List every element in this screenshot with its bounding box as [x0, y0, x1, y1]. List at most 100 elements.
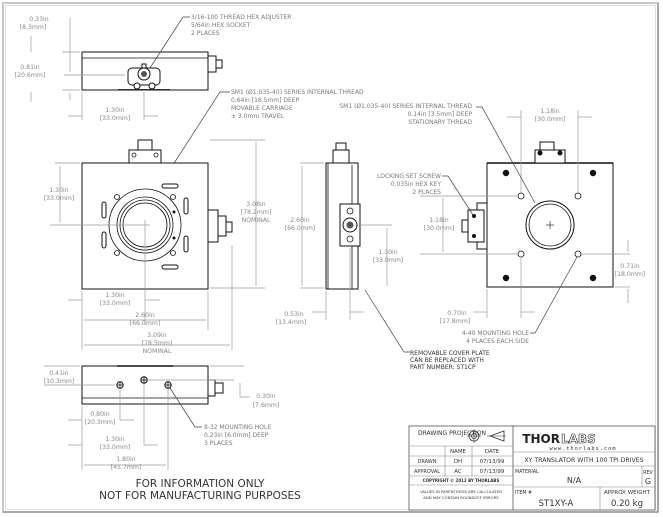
drawn-label: DRAWN — [418, 459, 437, 465]
header-date: DATE — [485, 449, 500, 455]
note-sm1-movable-line4: ± 3.0mm TRAVEL — [231, 113, 284, 120]
note-sm1-movable-line2: 0.64in [16.5mm] DEEP — [231, 97, 300, 104]
dim-bottom-130-mm: [33.0mm] — [100, 444, 131, 451]
projection-label: DRAWING PROJECTION — [418, 430, 486, 437]
weight-value: 0.20 kg — [611, 499, 643, 509]
back-view: 1.18in [30.0mm] 1.18in [30.0mm] 0.71in [… — [339, 103, 645, 345]
dim-front-130v-mm: [33.0mm] — [44, 195, 75, 202]
dim-bottom-130: 1.30in — [105, 436, 124, 443]
drawn-date: 07/13/99 — [480, 459, 505, 465]
dim-top-081: 0.81in — [20, 64, 39, 71]
dim-back-071: 0.71in — [620, 263, 639, 270]
drawing-frame — [5, 5, 656, 510]
dim-top-033: 0.33in — [29, 16, 48, 23]
dim-bottom-030-mm: [7.6mm] — [253, 402, 280, 409]
dim-back-118v: 1.18in — [429, 217, 448, 224]
thorlabs-logo: THOR LABS www.thorlabs.com — [522, 432, 616, 452]
note-hex-adjuster-line3: 2 PLACES — [191, 30, 220, 37]
logo-thor: THOR — [522, 432, 560, 446]
dim-back-070-mm: [17.8mm] — [440, 318, 471, 325]
material-value: N/A — [567, 476, 582, 485]
note-sm1-movable-line3: MOVABLE CARRIAGE — [231, 105, 293, 112]
dim-back-071-mm: [18.0mm] — [615, 271, 646, 278]
note-cover-plate-line2: CAN BE REPLACED WITH — [410, 357, 484, 364]
disclaimer-line1: FOR INFORMATION ONLY — [136, 478, 265, 490]
item-label: ITEM # — [515, 490, 532, 496]
drawn-name: DH — [454, 459, 462, 465]
dim-front-308-nominal: NOMINAL — [242, 217, 272, 224]
dim-top-033-mm: [8.3mm] — [20, 24, 47, 31]
header-name: NAME — [450, 449, 467, 455]
bottom-view: 0.41in [10.3mm] 0.30in [7.6mm] 0.80in [2… — [44, 365, 280, 471]
dim-side-130: 1.30in — [378, 249, 397, 256]
note-sm1-movable-line1: SM1 (Ø1.035-40) SERIES INTERNAL THREAD — [231, 89, 364, 96]
approval-label: APPROVAL — [414, 469, 440, 475]
dim-back-118h-mm: [30.0mm] — [535, 116, 566, 123]
dim-top-130: 1.30in — [105, 107, 124, 114]
top-view: 0.33in [8.3mm] 0.81in [20.6mm] 1.30in [3… — [15, 14, 292, 122]
weight-label: APPROX WEIGHT — [604, 490, 651, 496]
dim-bottom-041: 0.41in — [49, 370, 68, 377]
dim-side-130-mm: [33.0mm] — [373, 257, 404, 264]
values-note-line1: VALUES IN PARENTHESIS ARE CALCULATED — [420, 489, 502, 494]
third-angle-projection-icon — [467, 429, 506, 443]
note-locking-screw-line2: 0.035in HEX KEY — [391, 181, 442, 188]
note-hex-adjuster: 3/16-100 THREAD HEX ADJUSTER — [191, 14, 291, 21]
note-locking-screw-line3: 2 PLACES — [412, 189, 441, 196]
dim-front-309-mm: [78.5mm] — [142, 340, 173, 347]
dim-bottom-080-mm: [20.3mm] — [85, 419, 116, 426]
side-view: 2.60in [66.0mm] 1.30in [33.0mm] 0.53in [… — [276, 142, 490, 371]
logo-labs: LABS — [561, 432, 596, 446]
dim-bottom-030: 0.30in — [256, 393, 275, 400]
note-mounting-440: 4-40 MOUNTING HOLE — [462, 330, 529, 337]
note-locking-screw: LOCKING SET SCREW — [377, 173, 441, 180]
item-number: ST1XY-A — [539, 499, 574, 509]
dim-side-053: 0.53in — [284, 311, 303, 318]
website: www.thorlabs.com — [549, 446, 616, 452]
values-note-line2: AND MAY CONTAIN ROUNDOFF ERRORS — [423, 495, 499, 500]
dim-top-130-mm: [33.0mm] — [100, 115, 131, 122]
dim-bottom-041-mm: [10.3mm] — [44, 378, 75, 385]
rev-value: G — [645, 477, 651, 486]
note-cover-plate: REMOVABLE COVER PLATE — [410, 350, 490, 357]
dim-back-070: 0.70in — [447, 310, 466, 317]
front-view: 1.30in [33.0mm] 3.08in [78.2mm] NOMINAL … — [44, 139, 272, 355]
note-mounting-832: 8-32 MOUNTING HOLE — [204, 424, 271, 431]
dim-bottom-180-mm: [45.7mm] — [111, 464, 142, 471]
note-mounting-832-line3: 3 PLACES — [204, 440, 233, 447]
disclaimer-line2: NOT FOR MANUFACTURING PURPOSES — [99, 490, 301, 502]
part-description: XY TRANSLATOR WITH 100 TPI DRIVES — [524, 457, 643, 464]
dim-front-309-nominal: NOMINAL — [143, 348, 173, 355]
note-sm1-stationary: SM1 (Ø1.035-40) SERIES INTERNAL THREAD — [339, 103, 472, 110]
dim-front-130h: 1.30in — [105, 292, 124, 299]
dim-side-053-mm: [13.4mm] — [276, 319, 307, 326]
dim-side-260-mm: [66.0mm] — [285, 225, 316, 232]
dim-bottom-180: 1.80in — [116, 456, 135, 463]
dim-front-260-mm: [66.0mm] — [130, 320, 161, 327]
dim-back-118h: 1.18in — [540, 108, 559, 115]
note-mounting-832-line2: 0.23in [6.0mm] DEEP — [204, 432, 269, 439]
note-sm1-stationary-line2: 0.14in [3.5mm] DEEP — [408, 111, 473, 118]
dim-front-130v: 1.30in — [49, 187, 68, 194]
material-label: MATERIAL — [515, 469, 539, 475]
dim-bottom-080: 0.80in — [90, 411, 109, 418]
note-mounting-440-line2: 4 PLACES EACH SIDE — [466, 338, 529, 345]
dim-front-309: 3.09in — [147, 332, 166, 339]
dim-front-308: 3.08in — [246, 201, 265, 208]
note-hex-adjuster-line2: 5/64in HEX SOCKET — [191, 22, 251, 29]
dim-front-130h-mm: [33.0mm] — [100, 300, 131, 307]
note-sm1-movable: SM1 (Ø1.035-40) SERIES INTERNAL THREAD 0… — [159, 89, 364, 186]
copyright: COPYRIGHT © 2012 BY THORLABS — [423, 478, 500, 483]
dim-back-118v-mm: [30.0mm] — [424, 225, 455, 232]
title-block: DRAWING PROJECTION NAME DATE DRAWN DH 07… — [408, 425, 656, 511]
dim-front-260: 2.60in — [135, 312, 154, 319]
note-sm1-stationary-line3: STATIONARY THREAD — [408, 119, 472, 126]
note-cover-plate-line3: PART NUMBER: ST1CP — [410, 364, 476, 371]
dim-front-308-mm: [78.2mm] — [241, 209, 272, 216]
dim-top-081-mm: [20.6mm] — [15, 72, 46, 79]
approval-name: AC — [454, 469, 462, 475]
rev-label: REV — [643, 470, 653, 476]
approval-date: 07/13/99 — [480, 469, 505, 475]
dim-side-260: 2.60in — [290, 217, 309, 224]
